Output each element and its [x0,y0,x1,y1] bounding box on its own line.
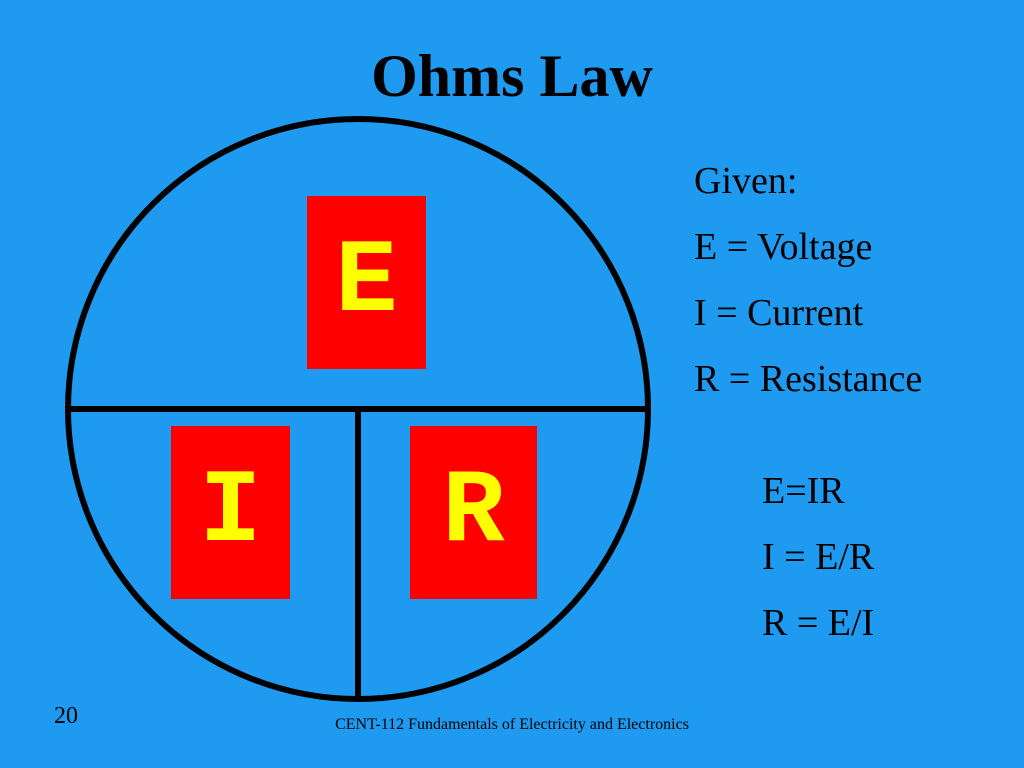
formula-current: I = E/R [762,536,875,578]
slide-title: Ohms Law [371,43,653,109]
page-number: 20 [54,703,78,729]
current-letter-box: I [171,426,290,599]
definition-current: I = Current [694,292,864,334]
slide-footer: CENT-112 Fundamentals of Electricity and… [335,716,689,733]
definition-resistance: R = Resistance [694,358,923,400]
given-heading: Given: [694,160,798,202]
resistance-letter: R [442,453,505,572]
voltage-letter-box: E [307,196,426,369]
current-letter: I [199,453,262,572]
given-block: Given: E = Voltage I = Current R = Resis… [694,148,922,412]
formula-voltage: E=IR [762,470,845,512]
voltage-letter: E [335,223,398,342]
resistance-letter-box: R [410,426,537,599]
formulas-block: E=IR I = E/R R = E/I [762,458,874,656]
formula-resistance: R = E/I [762,602,875,644]
definition-voltage: E = Voltage [694,226,873,268]
